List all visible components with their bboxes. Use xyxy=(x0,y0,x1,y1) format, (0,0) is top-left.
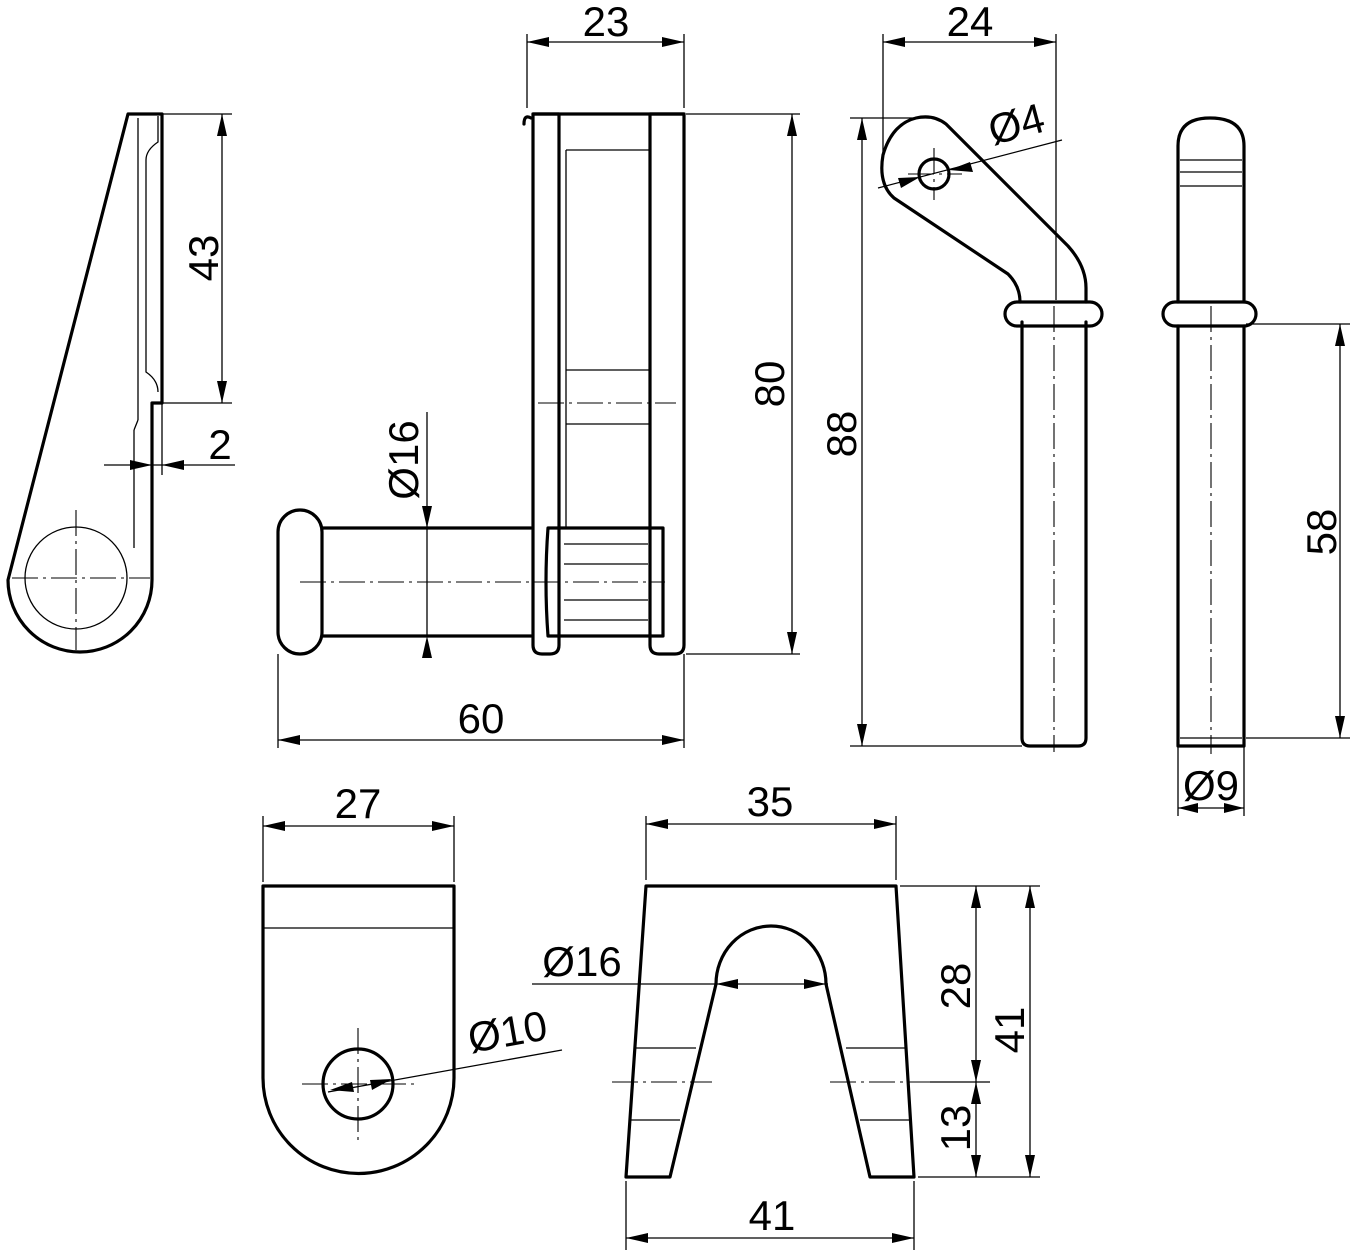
dim-fork-slot-diameter: Ø16 xyxy=(542,938,621,985)
fork-view: 35 41 Ø16 28 41 13 xyxy=(532,778,1040,1250)
dim-hook-height: 43 xyxy=(180,235,227,282)
dim-fork-slot-depth: 28 xyxy=(932,963,979,1010)
dim-pin-length: 58 xyxy=(1298,509,1345,556)
hook-side-view: 43 2 xyxy=(6,112,235,654)
dim-hinge-height: 80 xyxy=(746,361,793,408)
dim-hinge-pin-diameter: Ø16 xyxy=(380,420,427,499)
dim-tab-hole-diameter: Ø10 xyxy=(464,1002,550,1062)
dim-fork-base-height: 13 xyxy=(932,1105,979,1152)
dim-lever-height: 88 xyxy=(818,411,865,458)
dim-lever-width: 24 xyxy=(947,0,994,45)
dim-fork-bottom-width: 41 xyxy=(749,1192,796,1239)
dim-hook-step: 2 xyxy=(208,421,231,468)
dim-hinge-length: 60 xyxy=(458,695,505,742)
lever-pin-view: 24 88 Ø4 xyxy=(818,0,1104,752)
dim-pin-diameter: Ø9 xyxy=(1183,762,1239,809)
dim-hinge-width: 23 xyxy=(583,0,630,45)
hinge-front-view: 23 80 60 Ø16 xyxy=(276,0,800,748)
dim-lever-hole-diameter: Ø4 xyxy=(983,94,1049,154)
tab-view: 27 Ø10 xyxy=(261,780,563,1176)
dim-tab-width: 27 xyxy=(335,780,382,827)
straight-pin-view: 58 Ø9 xyxy=(1161,116,1350,816)
dim-fork-top-width: 35 xyxy=(747,778,794,825)
dim-fork-height: 41 xyxy=(986,1007,1033,1054)
